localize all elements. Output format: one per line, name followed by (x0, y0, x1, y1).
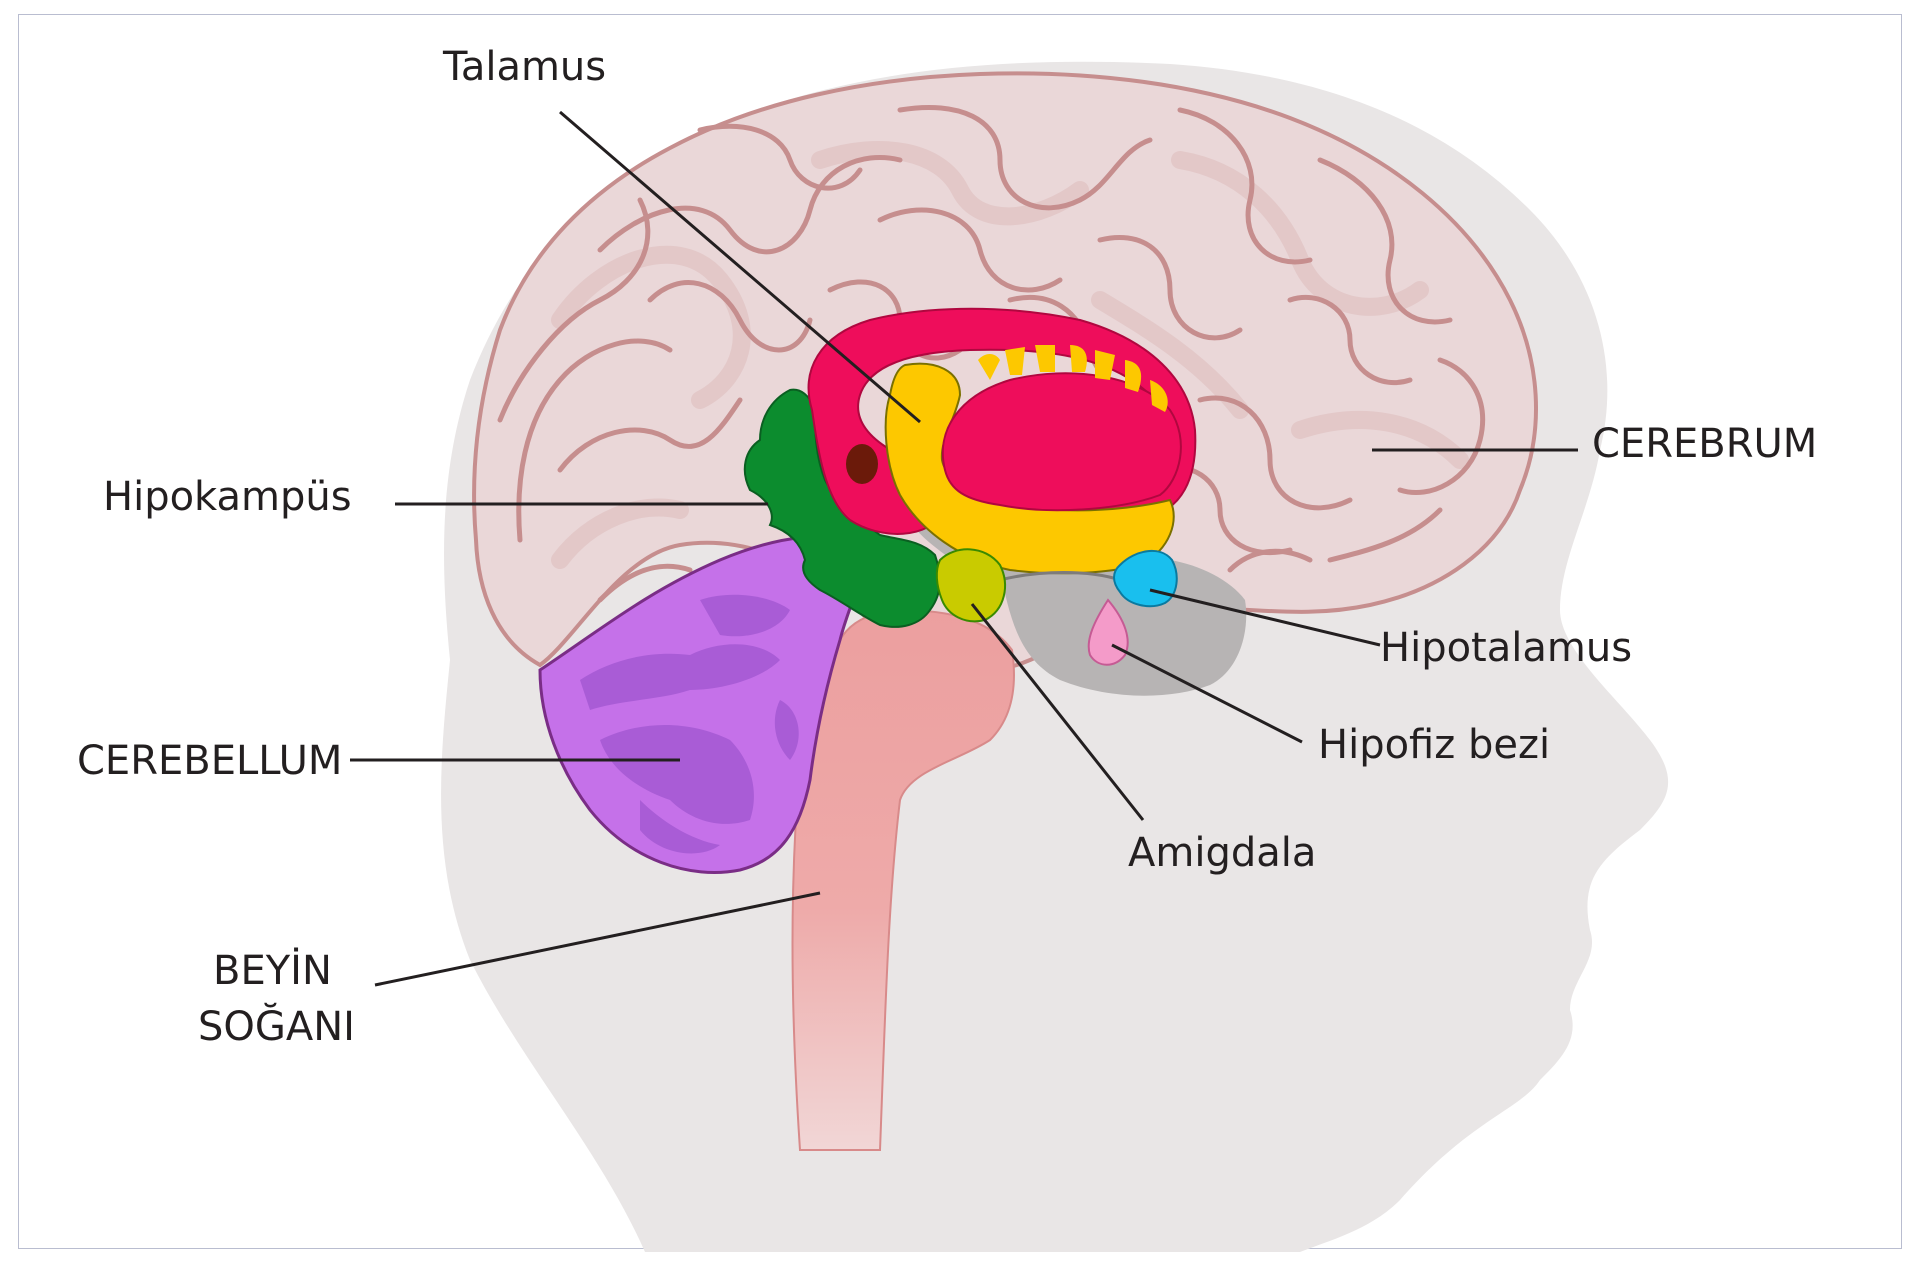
label-cerebellum: CEREBELLUM (77, 738, 342, 784)
hipofiz-leader-line (1111, 643, 1303, 744)
label-amigdala: Amigdala (1128, 830, 1316, 876)
label-talamus: Talamus (442, 44, 606, 90)
label-beyin-line2: SOĞANI (198, 1002, 355, 1050)
midbrain-outline (999, 571, 1121, 582)
beyin-leader-line (374, 891, 821, 987)
hipotalamus-leader-line (1149, 588, 1381, 647)
caudate-head (941, 372, 1182, 512)
thalamus-striations (978, 345, 1168, 412)
cerebellum-arbor-vitae (580, 594, 799, 854)
label-hipotalamus: Hipotalamus (1380, 625, 1632, 671)
talamus-leader-line (559, 110, 921, 424)
label-cerebrum: CEREBRUM (1592, 421, 1817, 467)
label-hipofiz: Hipofiz bezi (1318, 722, 1550, 768)
cerebellum (538, 535, 865, 874)
mammillary-body (846, 444, 878, 484)
amigdala-leader-line (970, 603, 1145, 821)
label-hipokampus: Hipokampüs (103, 474, 352, 520)
label-beyin-line1: BEYİN (213, 946, 332, 994)
